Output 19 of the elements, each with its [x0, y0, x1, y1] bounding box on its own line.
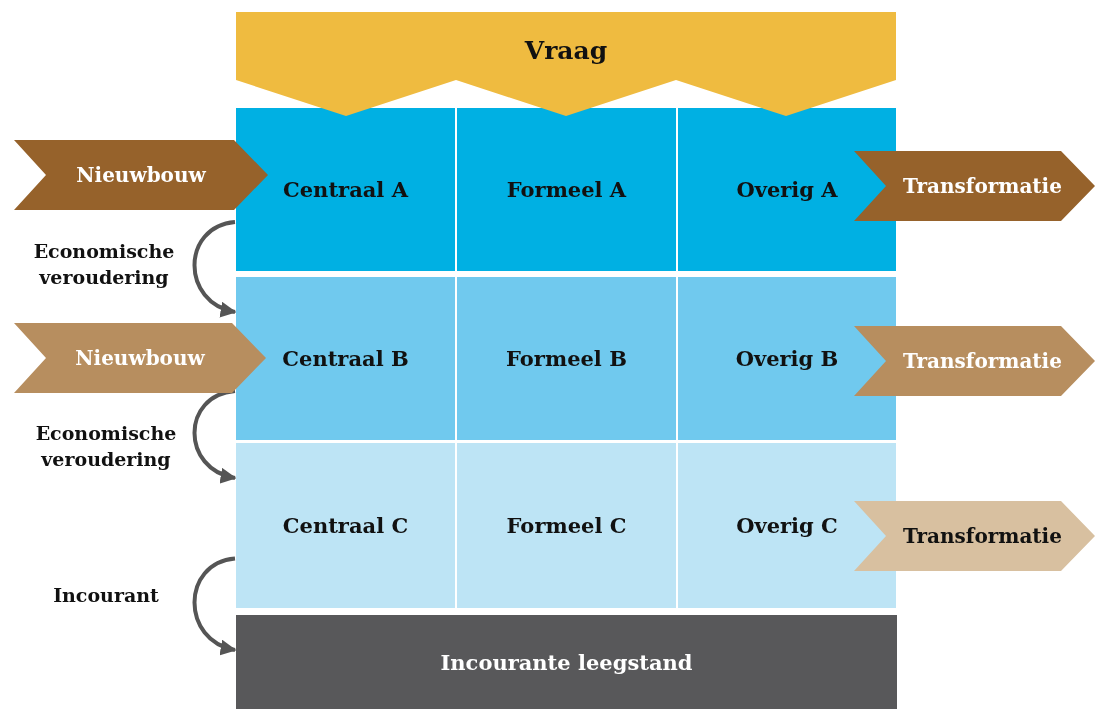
chevron-arrow: Nieuwbouw — [14, 140, 268, 210]
grid-cell: Overig A — [678, 108, 896, 271]
curved-arrow — [192, 556, 237, 654]
grid-cell: Overig B — [678, 277, 896, 440]
grid-cell: Incourante leegstand — [236, 615, 897, 709]
grid-cell: Formeel C — [457, 443, 676, 608]
curved-arrow — [192, 389, 237, 482]
chevron-banner: Vraag — [236, 12, 896, 116]
chevron-arrow: Transformatie — [854, 151, 1095, 221]
curved-arrow — [192, 220, 237, 316]
grid-cell: Formeel A — [457, 108, 676, 271]
chevron-arrow: Nieuwbouw — [14, 323, 266, 393]
grid-cell: Centraal B — [236, 277, 455, 440]
chevron-arrow: Transformatie — [854, 501, 1095, 571]
grid-cell: Overig C — [678, 443, 896, 608]
grid-cell: Centraal C — [236, 443, 455, 608]
grid-cell: Formeel B — [457, 277, 676, 440]
chevron-arrow: Transformatie — [854, 326, 1095, 396]
grid-cell: Centraal A — [236, 108, 455, 271]
